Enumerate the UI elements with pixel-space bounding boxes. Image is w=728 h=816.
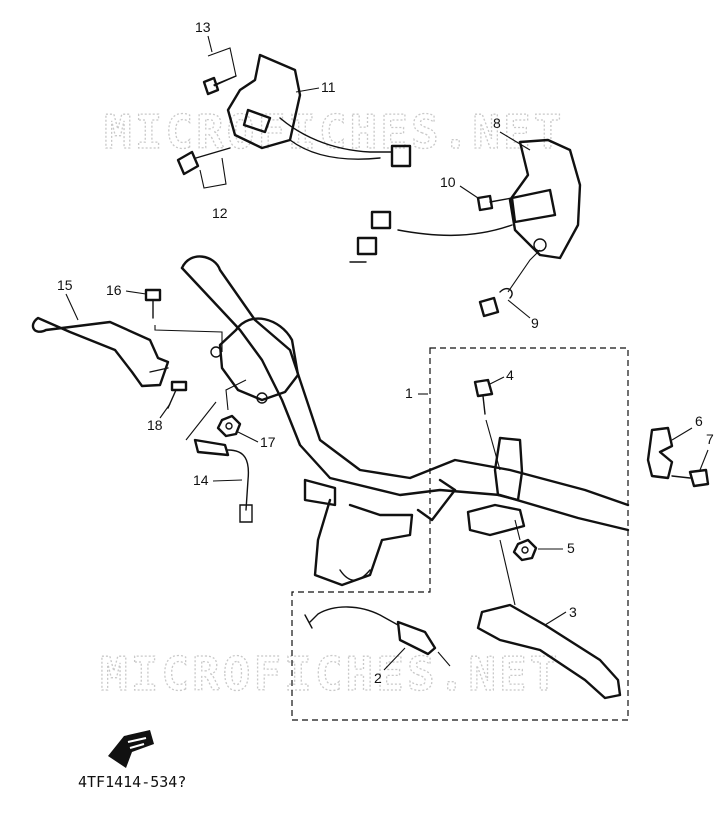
screw-10-drawing xyxy=(476,194,513,212)
front-arrow-icon xyxy=(108,730,154,768)
callouts: 1 2 3 4 5 6 7 8 9 10 11 12 13 14 15 16 1… xyxy=(57,19,714,686)
figure-code: 4TF1414-534? xyxy=(78,773,186,791)
callout-12: 12 xyxy=(212,205,228,221)
callout-9: 9 xyxy=(531,315,539,331)
callout-4: 4 xyxy=(506,367,514,383)
screw-13-drawing xyxy=(202,47,237,96)
callout-2: 2 xyxy=(374,670,382,686)
callout-3: 3 xyxy=(569,604,577,620)
callout-16: 16 xyxy=(106,282,122,298)
clutch-lever-drawing xyxy=(31,316,170,388)
brake-lever-3-drawing xyxy=(476,539,622,700)
switch-housing-11-drawing xyxy=(226,53,412,168)
callout-11: 11 xyxy=(321,79,336,95)
callout-15: 15 xyxy=(57,277,73,293)
nut-5-drawing xyxy=(512,519,538,562)
callout-14: 14 xyxy=(193,472,209,488)
callout-18: 18 xyxy=(147,417,163,433)
bolt-4-drawing xyxy=(473,378,501,471)
nut-17-drawing xyxy=(216,379,247,438)
clutch-switch-14-drawing xyxy=(185,401,253,523)
lever-bolt-16-drawing xyxy=(144,288,223,352)
callout-10: 10 xyxy=(440,174,456,190)
callout-8: 8 xyxy=(493,115,501,131)
callout-7: 7 xyxy=(706,431,714,447)
assembly-1-boundary xyxy=(291,347,629,721)
lever-holder-drawing xyxy=(466,436,526,537)
switch-housing-8-drawing xyxy=(349,138,582,263)
callout-6: 6 xyxy=(695,413,703,429)
left-switch-body-drawing xyxy=(210,317,300,404)
callout-17: 17 xyxy=(260,434,276,450)
screw-18-drawing xyxy=(167,380,188,409)
brake-switch-2-drawing xyxy=(304,606,451,667)
watermark-bottom: MICROFICHES.NET xyxy=(100,647,560,701)
callout-1: 1 xyxy=(405,385,413,401)
clamp-6-drawing xyxy=(646,426,710,488)
screw-12-drawing xyxy=(176,147,231,189)
screw-9-drawing xyxy=(478,249,541,318)
callout-5: 5 xyxy=(567,540,575,556)
watermark-top: MICROFICHES.NET xyxy=(104,105,564,159)
callout-13: 13 xyxy=(195,19,211,35)
handlebar-drawing xyxy=(180,255,630,587)
